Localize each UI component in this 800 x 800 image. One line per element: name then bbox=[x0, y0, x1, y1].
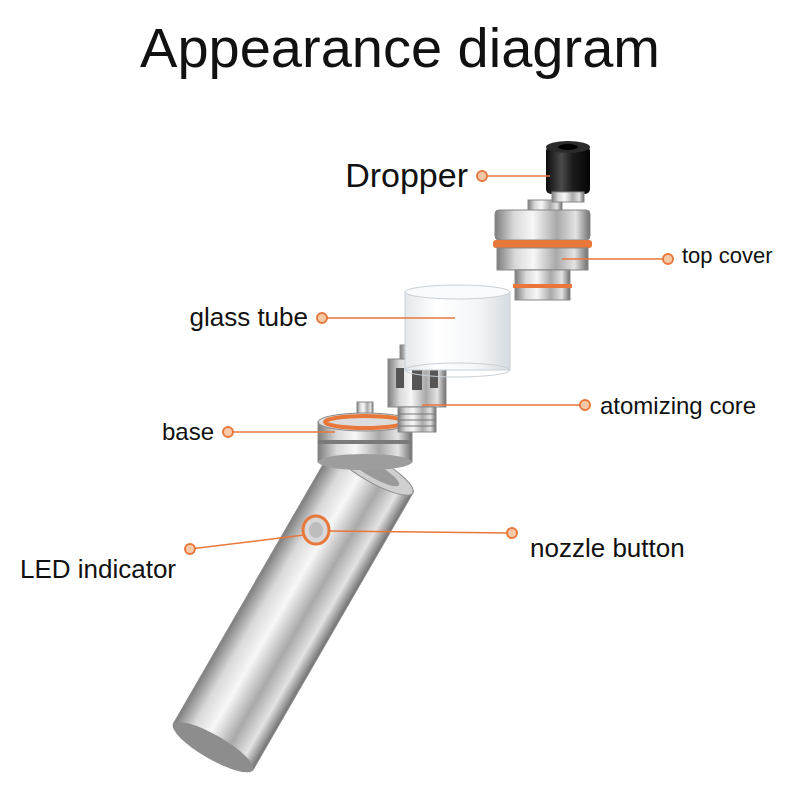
part-label: glass tube bbox=[189, 303, 308, 333]
nozzle-button-ring bbox=[303, 516, 329, 544]
part-label: base bbox=[162, 418, 214, 446]
dropper-part bbox=[546, 141, 590, 202]
battery-tube bbox=[167, 437, 419, 781]
part-label: atomizing core bbox=[600, 392, 756, 420]
glass-tube-part bbox=[405, 285, 510, 377]
diagram-title: Appearance diagram bbox=[140, 16, 660, 80]
leader-lines bbox=[190, 176, 668, 549]
top-cover-part bbox=[493, 200, 592, 300]
part-label: top cover bbox=[682, 243, 773, 268]
nozzle-button bbox=[309, 522, 323, 538]
leader-dots bbox=[185, 171, 673, 554]
part-label: nozzle button bbox=[530, 534, 685, 564]
part-label: Dropper bbox=[345, 156, 468, 195]
part-label: LED indicator bbox=[20, 555, 176, 585]
